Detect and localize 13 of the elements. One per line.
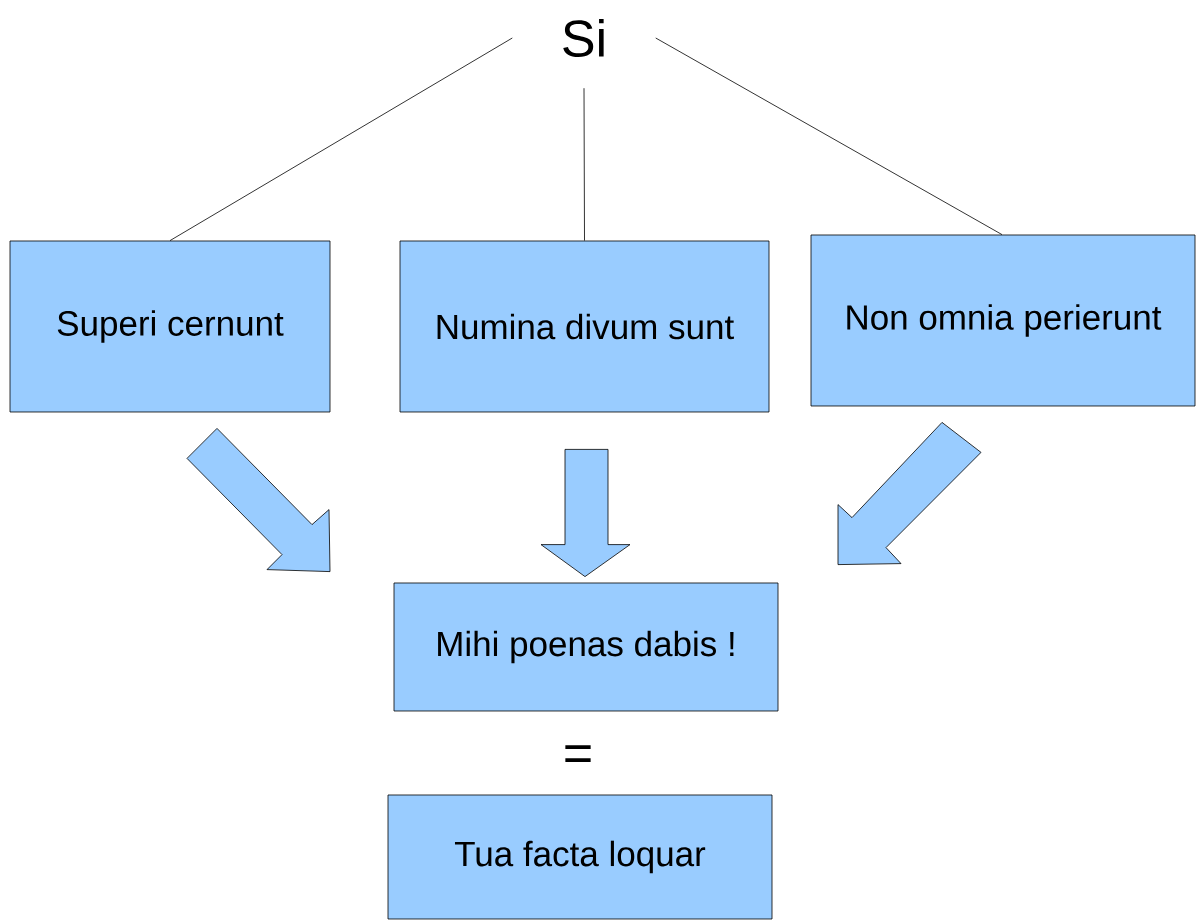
equals-sign: =	[565, 745, 591, 762]
connector-line	[655, 37, 1003, 235]
process-box: Non omnia perierunt	[810, 234, 1196, 407]
block-arrow	[186, 428, 331, 572]
process-box: Tua facta loquar	[387, 794, 773, 920]
connector-line	[583, 87, 585, 241]
heading-text: Si	[563, 18, 604, 58]
block-arrow	[837, 422, 982, 565]
process-box: Numina divum sunt	[399, 240, 770, 413]
connector-line	[169, 37, 513, 241]
process-box: Mihi poenas dabis !	[393, 582, 779, 712]
block-arrow	[540, 449, 631, 577]
process-box: Superi cernunt	[9, 240, 331, 413]
